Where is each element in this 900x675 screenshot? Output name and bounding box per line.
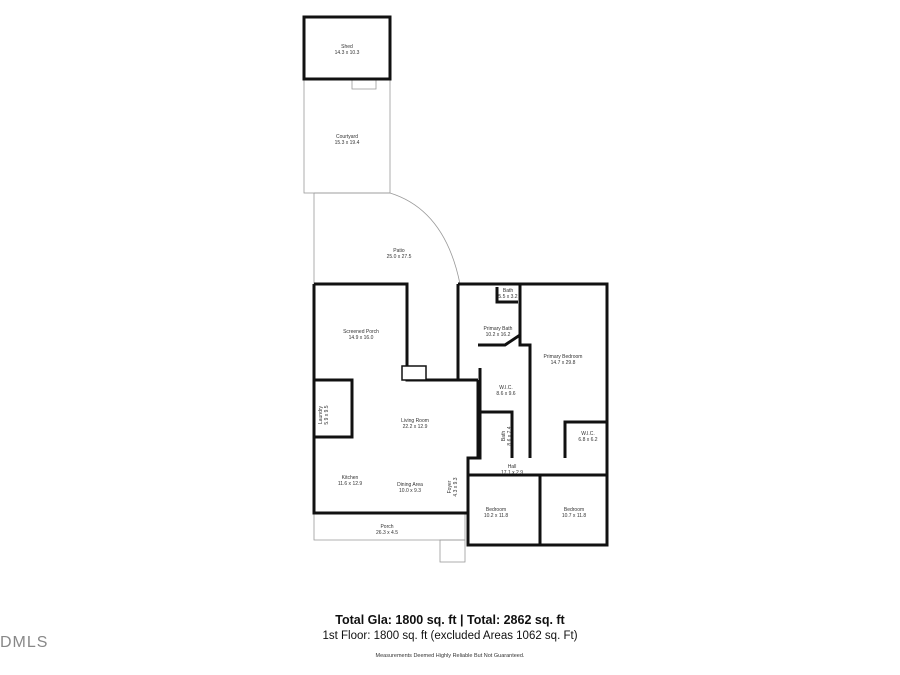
- dmls-logo: DMLS: [0, 634, 49, 651]
- room-name: Screened Porch: [343, 329, 379, 335]
- room-dimensions: 10.2 x 16.2: [486, 332, 511, 338]
- room-dimensions: 11.6 x 12.9: [338, 481, 363, 487]
- room-name: Primary Bath: [484, 326, 513, 332]
- room-name: Primary Bedroom: [544, 354, 583, 360]
- room-name: Bath: [503, 288, 514, 294]
- disclaimer: Measurements Deemed Highly Reliable But …: [375, 653, 525, 659]
- room-label-foyer: Foyer4.3 x 9.3: [447, 477, 459, 496]
- room-dimensions: 6.8 x 6.2: [578, 437, 597, 443]
- room-label-bath-2: Bath8.6 x 7.4: [501, 426, 513, 445]
- room-name: Kitchen: [342, 475, 359, 481]
- room-dimensions: 10.7 x 11.8: [562, 513, 587, 519]
- room-dimensions: 5.5 x 3.2: [498, 294, 517, 300]
- room-label-wic-2: W.I.C.6.8 x 6.2: [578, 431, 597, 443]
- room-dimensions: 5.9 x 9.5: [324, 405, 330, 424]
- room-dimensions: 26.3 x 4.5: [376, 530, 398, 536]
- outdoor-outlines: [303, 78, 466, 563]
- room-name: W.I.C.: [499, 385, 513, 391]
- room-dimensions: 14.7 x 29.8: [551, 360, 576, 366]
- room-name: Courtyard: [336, 134, 358, 140]
- room-dimensions: 15.3 x 19.4: [335, 140, 360, 146]
- room-dimensions: 10.2 x 11.8: [484, 513, 509, 519]
- room-name: Bedroom: [486, 507, 506, 513]
- room-name: Bath: [501, 431, 507, 442]
- room-name: Porch: [380, 524, 393, 530]
- room-name: Hall: [508, 464, 517, 470]
- room-label-wic-1: W.I.C.8.6 x 9.6: [496, 385, 515, 397]
- room-name: Living Room: [401, 418, 429, 424]
- room-dimensions: 25.0 x 27.5: [387, 254, 412, 260]
- room-name: Foyer: [447, 480, 453, 493]
- room-name: Bedroom: [564, 507, 584, 513]
- room-dimensions: 4.3 x 9.3: [453, 477, 459, 496]
- room-name: Patio: [393, 248, 405, 254]
- room-dimensions: 14.9 x 16.0: [349, 335, 374, 341]
- room-name: Shed: [341, 44, 353, 50]
- walls: [302, 15, 609, 547]
- room-dimensions: 14.3 x 10.3: [335, 50, 360, 56]
- room-dimensions: 22.2 x 12.9: [403, 424, 428, 430]
- room-dimensions: 8.6 x 9.6: [496, 391, 515, 397]
- total-area: Total Gla: 1800 sq. ft | Total: 2862 sq.…: [335, 613, 565, 627]
- fireplace: [401, 365, 427, 381]
- room-dimensions: 10.0 x 9.3: [399, 488, 421, 494]
- floor-area: 1st Floor: 1800 sq. ft (excluded Areas 1…: [322, 630, 578, 642]
- room-label-laundry: Laundry5.9 x 9.5: [318, 405, 330, 424]
- room-dimensions: 17.1 x 2.9: [501, 470, 523, 476]
- room-dimensions: 8.6 x 7.4: [507, 426, 513, 445]
- room-name: Dining Area: [397, 482, 423, 488]
- room-name: Laundry: [318, 405, 324, 424]
- room-name: W.I.C.: [581, 431, 595, 437]
